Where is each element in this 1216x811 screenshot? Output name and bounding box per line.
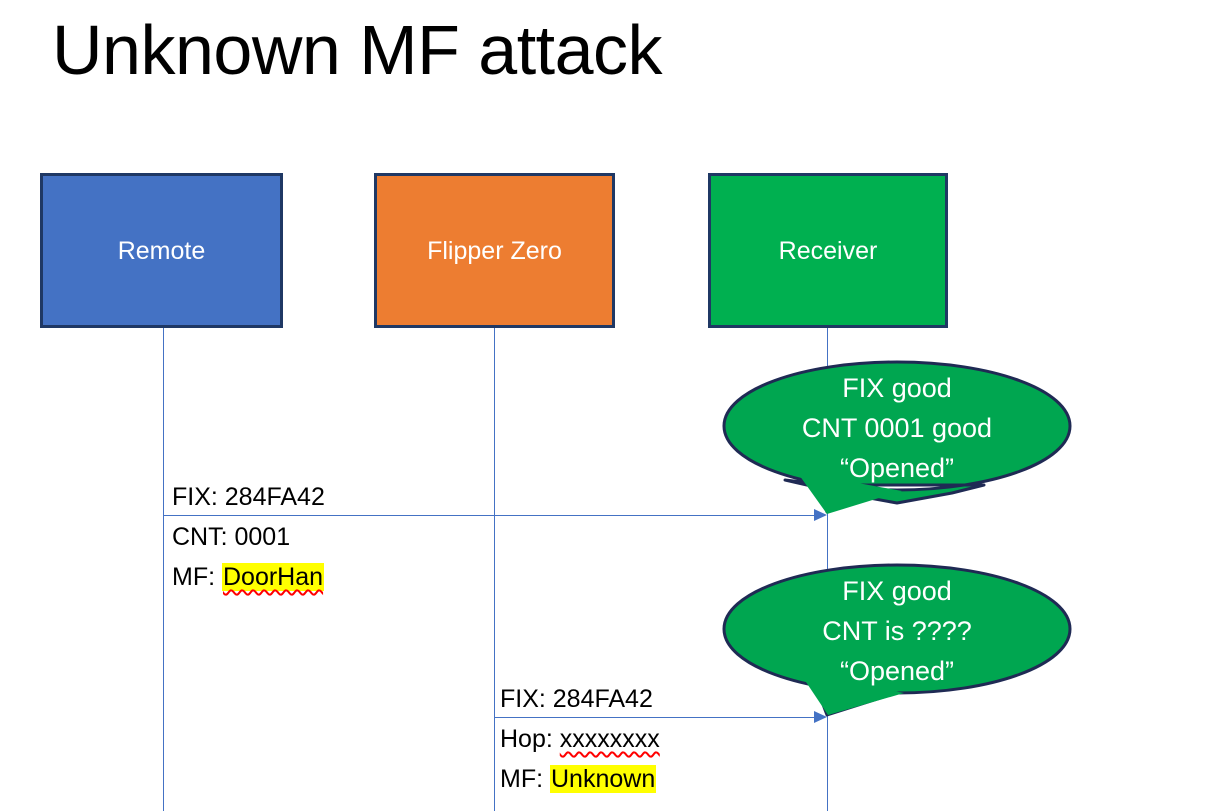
message-2-line-1: FIX: 284FA42 [500, 679, 653, 719]
message-arrow-line-2 [494, 717, 815, 718]
message-arrow-line-1 [163, 515, 815, 516]
actor-box-remote[interactable]: Remote [40, 173, 283, 328]
message-1-line-3: MF: DoorHan [172, 557, 325, 597]
message-arrow-head-2 [814, 711, 827, 723]
actor-box-flipper[interactable]: Flipper Zero [374, 173, 615, 328]
message-2-hop-value: xxxxxxxx [559, 725, 660, 753]
page-title: Unknown MF attack [52, 11, 663, 89]
lifeline-flipper [494, 328, 495, 811]
actor-box-receiver[interactable]: Receiver [708, 173, 948, 328]
message-1-line-3-prefix: MF: [172, 563, 222, 591]
message-2-line-1-text: FIX: 284FA42 [500, 685, 653, 713]
message-1-line-2-text: CNT: 0001 [172, 523, 291, 551]
speech-bubble-shape-1 [722, 360, 1072, 514]
message-1-line-1: FIX: 284FA42 [172, 477, 325, 517]
message-1-line-2: CNT: 0001 [172, 517, 290, 557]
message-2-line-3: MF: Unknown [500, 759, 657, 799]
message-1-line-1-text: FIX: 284FA42 [172, 483, 325, 511]
speech-bubble-receiver-2[interactable]: FIX good CNT is ???? “Opened” [722, 563, 1072, 723]
speech-bubble-receiver-1[interactable]: FIX good CNT 0001 good “Opened” [722, 360, 1072, 520]
message-arrow-head-1 [814, 509, 827, 521]
lifeline-remote [163, 328, 164, 811]
message-2-mf-value: Unknown [550, 765, 657, 793]
actor-label-flipper: Flipper Zero [427, 236, 562, 265]
message-2-line-3-prefix: MF: [500, 765, 550, 793]
actor-label-remote: Remote [117, 236, 206, 265]
actor-label-receiver: Receiver [778, 236, 878, 265]
message-2-line-2: Hop: xxxxxxxx [500, 719, 660, 759]
message-2-line-2-prefix: Hop: [500, 725, 560, 753]
message-1-mf-value: DoorHan [222, 563, 325, 591]
speech-bubble-shape-2 [722, 563, 1072, 717]
